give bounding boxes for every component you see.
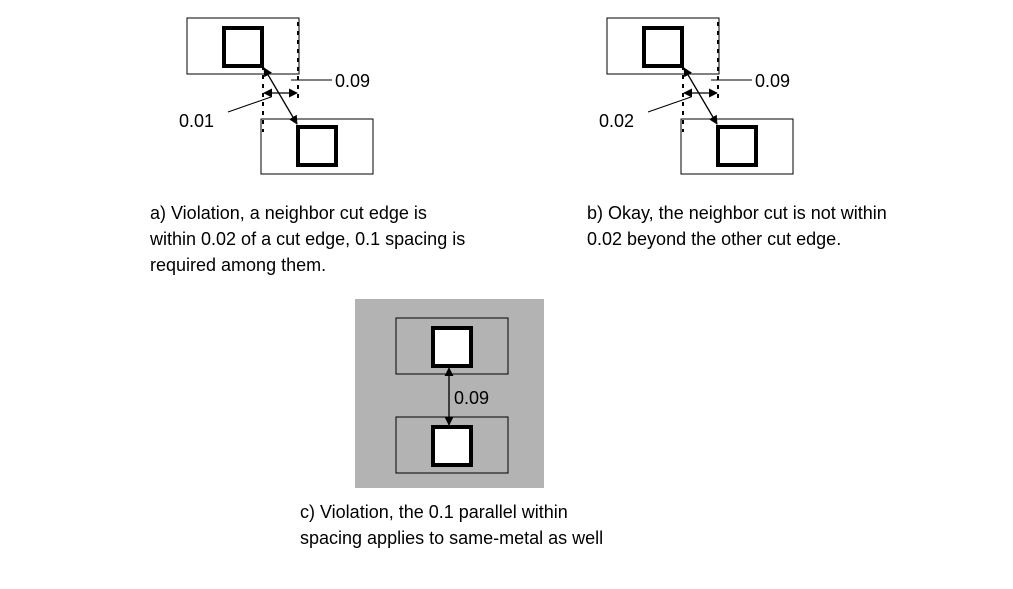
panel-c-top-cut [431, 326, 473, 368]
panel-a-top-cut [222, 26, 264, 68]
panel-a: 0.09 0.01 [179, 17, 374, 175]
panel-a-leader-offset [227, 96, 272, 113]
panel-b-top-cut [642, 26, 684, 68]
panel-c-label-spacing: 0.09 [454, 388, 489, 408]
panel-a-label-spacing: 0.09 [335, 71, 370, 91]
panel-c: 0.09 [355, 299, 544, 488]
panel-a-bottom-cut [296, 125, 338, 167]
panel-b-label-offset: 0.02 [599, 111, 634, 131]
panel-c-bottom-cut [431, 425, 473, 467]
panel-b-bottom-cut [716, 125, 758, 167]
caption-a: a) Violation, a neighbor cut edge is wit… [150, 203, 466, 275]
panel-b-leader-offset [647, 96, 692, 113]
caption-c: c) Violation, the 0.1 parallel within sp… [300, 502, 604, 548]
caption-b: b) Okay, the neighbor cut is not within … [587, 203, 887, 249]
panel-a-spacing-arrow [263, 67, 298, 125]
panel-b-spacing-arrow [683, 67, 718, 125]
panel-b: 0.09 0.02 [599, 17, 794, 175]
panel-a-label-offset: 0.01 [179, 111, 214, 131]
panel-b-label-spacing: 0.09 [755, 71, 790, 91]
